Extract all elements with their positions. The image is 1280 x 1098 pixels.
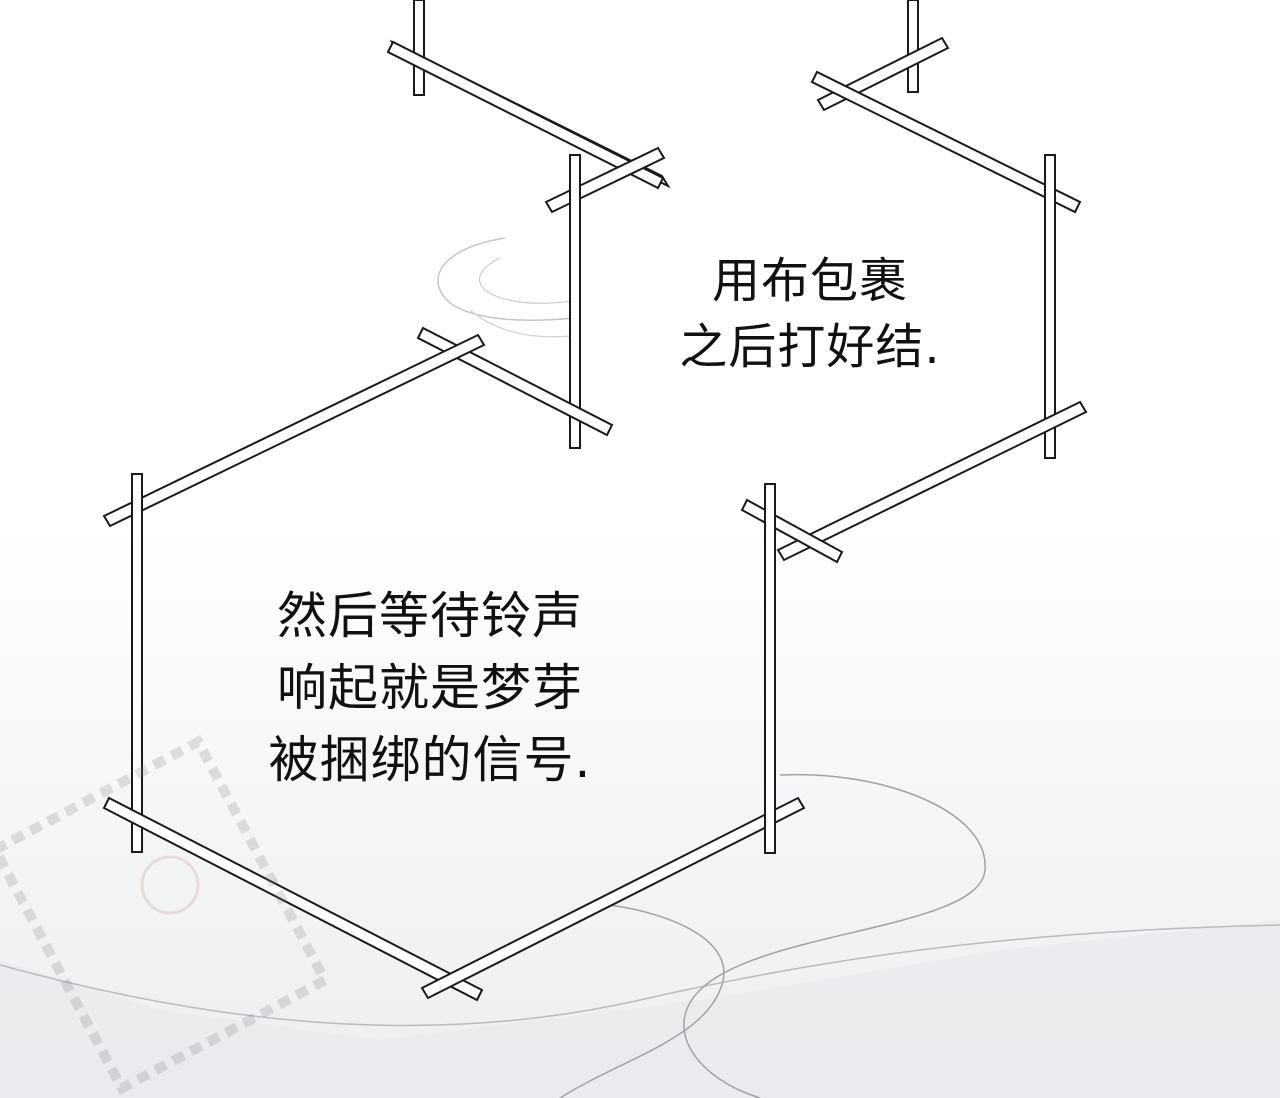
frame-bar bbox=[413, 0, 425, 96]
frame-bar bbox=[1044, 154, 1056, 459]
fabric-curve-large bbox=[683, 773, 986, 1098]
frame-bar bbox=[816, 36, 950, 112]
frame-bar bbox=[102, 796, 484, 1002]
fabric-swirl-1 bbox=[437, 237, 576, 321]
speech-line: 之后打好结. bbox=[679, 319, 941, 375]
frame-middle bbox=[102, 154, 614, 528]
speech-line: 响起就是梦芽 bbox=[277, 659, 583, 717]
frame-bar bbox=[416, 326, 614, 437]
fabric-swirl-2 bbox=[478, 257, 581, 304]
speech-line: 用布包裹 bbox=[711, 253, 908, 309]
frame-bar bbox=[420, 796, 806, 1000]
frame-bar bbox=[764, 483, 776, 854]
speech-text-bottom: 然后等待铃声 响起就是梦芽 被捆绑的信号. bbox=[225, 580, 635, 796]
watermark bbox=[0, 735, 332, 1095]
watermark-avatar bbox=[140, 855, 200, 915]
frame-top-left bbox=[386, 0, 671, 214]
frame-bottom bbox=[102, 473, 806, 1002]
speech-text-top: 用布包裹 之后打好结. bbox=[640, 248, 980, 380]
frame-bar bbox=[569, 154, 581, 449]
fabric-curve-small bbox=[559, 904, 725, 1098]
speech-line: 被捆绑的信号. bbox=[268, 731, 592, 789]
frame-bar bbox=[776, 400, 1088, 562]
frame-bar bbox=[907, 0, 919, 93]
frame-top-right bbox=[740, 0, 1088, 564]
frame-bar bbox=[386, 40, 665, 190]
floor-edge-line bbox=[0, 924, 1280, 1027]
floor-shadow bbox=[0, 920, 1280, 1098]
fabric-swirl-3 bbox=[469, 309, 581, 338]
frame-bar bbox=[131, 473, 143, 853]
frame-bar bbox=[102, 333, 486, 528]
speech-line: 然后等待铃声 bbox=[277, 587, 583, 645]
frame-bar bbox=[810, 70, 1082, 214]
watermark-qr-block bbox=[0, 735, 332, 1095]
